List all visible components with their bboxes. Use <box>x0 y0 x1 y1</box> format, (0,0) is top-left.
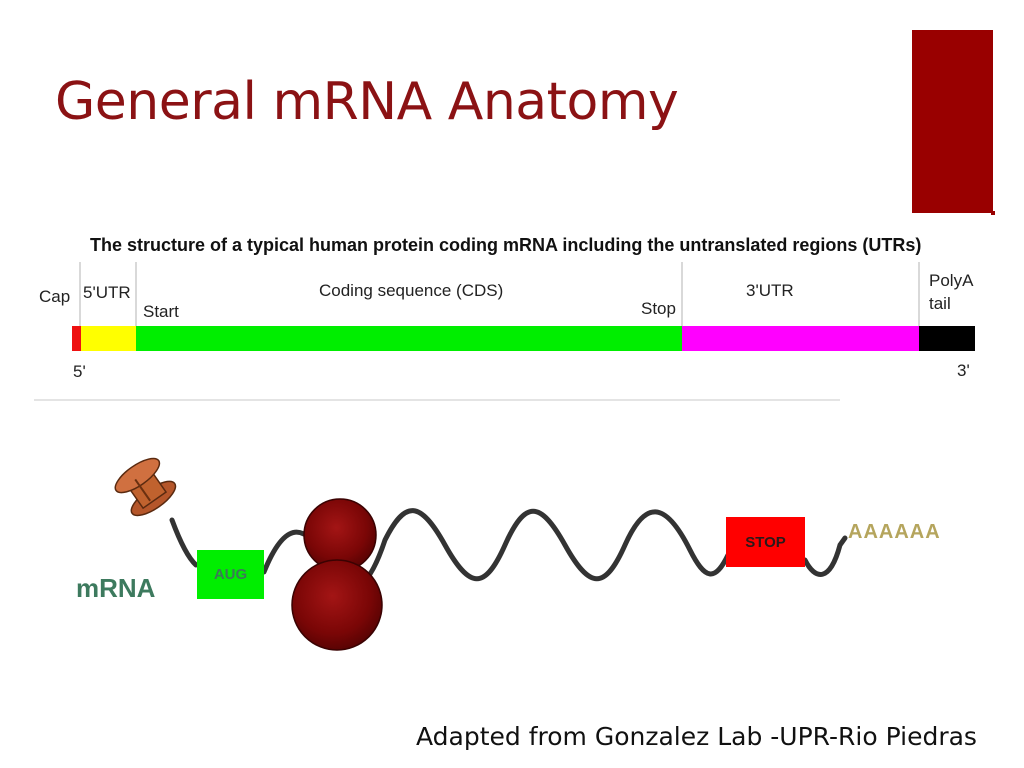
segment-5-utr <box>81 326 136 351</box>
figure-caption: The structure of a typical human protein… <box>90 235 922 255</box>
segment-cap <box>72 326 81 351</box>
section-divider <box>34 399 840 401</box>
label-3-utr: 3'UTR <box>746 281 794 300</box>
start-codon-box: AUG <box>197 550 264 599</box>
mrna-structure-diagram <box>72 262 975 351</box>
label-5-prime: 5' <box>73 362 86 381</box>
mrna-label: mRNA <box>76 573 156 603</box>
stop-codon-box: STOP <box>726 517 805 567</box>
segment-polya-tail <box>919 326 975 351</box>
label-cap: Cap <box>39 287 71 306</box>
label-polya-tail: tail <box>929 294 951 313</box>
label-5-utr: 5'UTR <box>83 283 131 302</box>
label-polya: PolyA <box>929 271 974 290</box>
label-cds: Coding sequence (CDS) <box>319 281 504 300</box>
credit-text: Adapted from Gonzalez Lab -UPR-Rio Piedr… <box>416 722 977 751</box>
segment-cds <box>136 326 682 351</box>
label-3-prime: 3' <box>957 361 970 380</box>
label-start: Start <box>143 302 179 321</box>
five-prime-cap-icon <box>114 457 177 517</box>
polya-label: AAAAAA <box>848 521 941 543</box>
segment-3-utr <box>682 326 919 351</box>
slide-title: General mRNA Anatomy <box>55 72 679 132</box>
label-stop: Stop <box>641 299 676 318</box>
title-accent-bar <box>912 30 995 215</box>
ribosome-large-subunit <box>291 559 383 651</box>
